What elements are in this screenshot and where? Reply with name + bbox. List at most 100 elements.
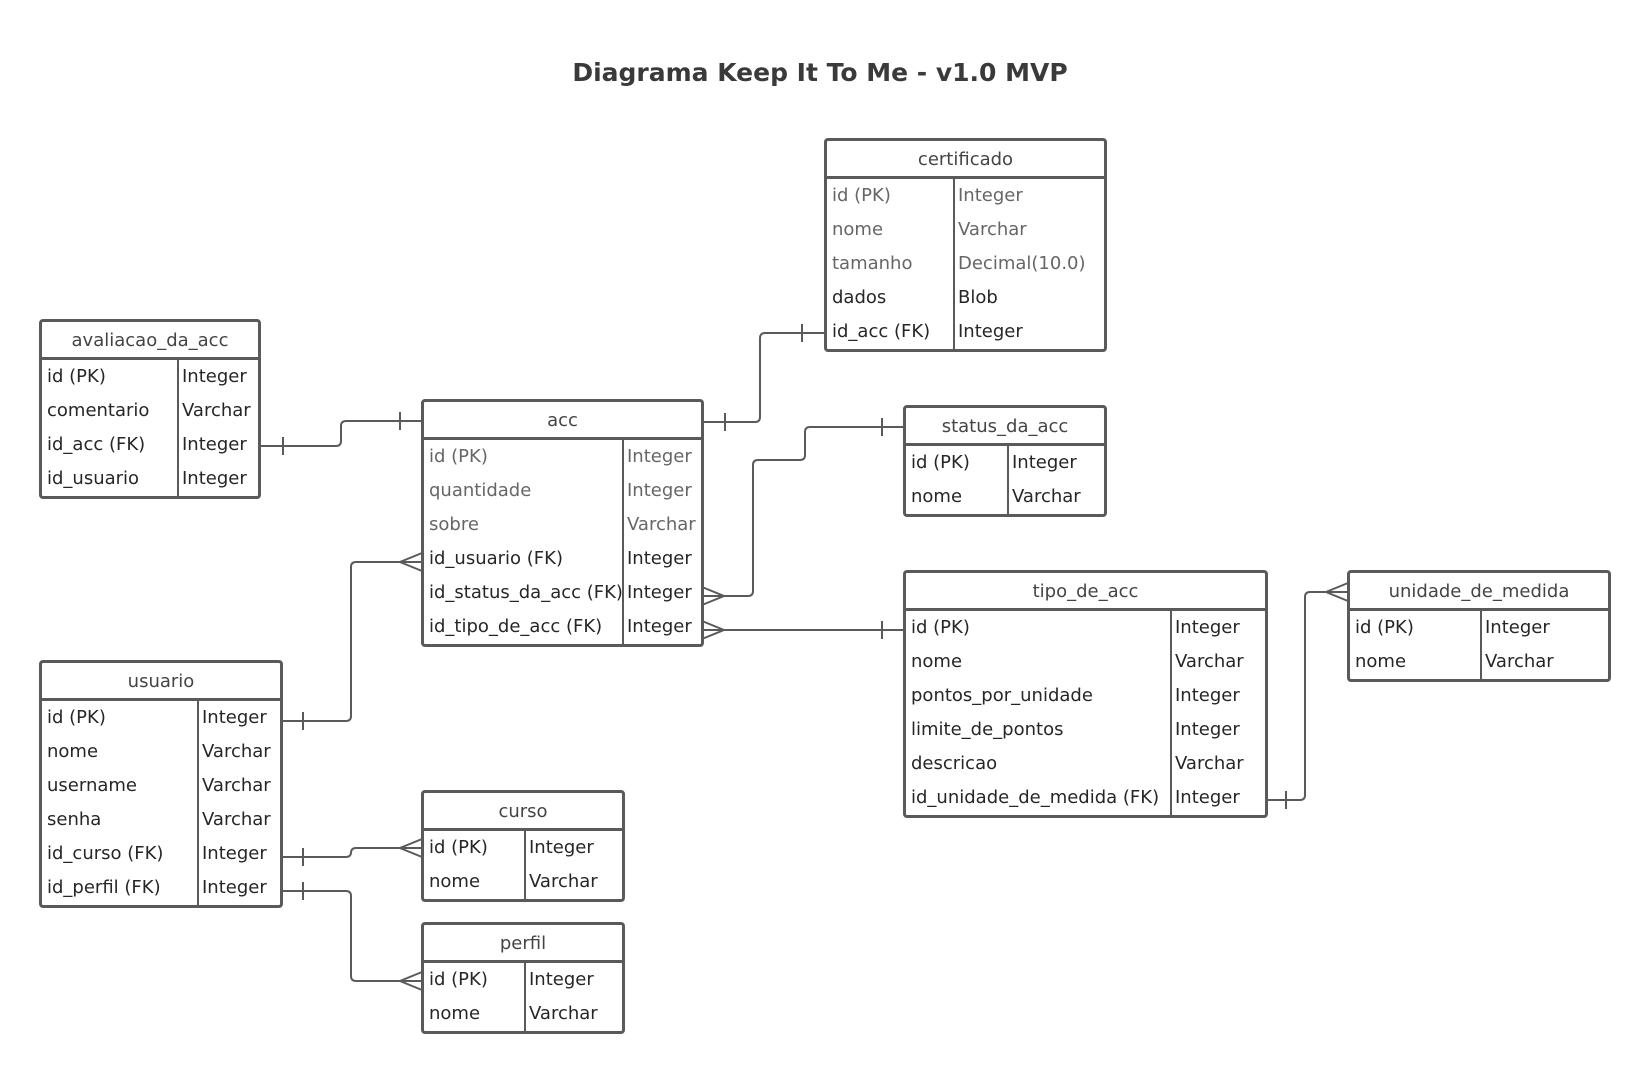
entity-name: unidade_de_medida	[1350, 573, 1608, 611]
table-row: id_unidade_de_medida (FK)Integer	[906, 781, 1265, 815]
entity-name: usuario	[42, 663, 280, 701]
field-name: id_perfil (FK)	[47, 877, 161, 898]
entity-name: tipo_de_acc	[906, 573, 1265, 611]
table-row: id (PK) Integer	[906, 446, 1104, 480]
field-type: Integer	[1175, 719, 1240, 740]
edge-usuario-curso	[281, 838, 423, 866]
edge-usuario-perfil	[281, 882, 423, 991]
entity-name: curso	[424, 793, 622, 831]
field-type: Integer	[958, 321, 1023, 342]
field-name: id_usuario	[47, 468, 140, 489]
entity-name: perfil	[424, 925, 622, 963]
table-row: id_perfil (FK) Integer	[42, 871, 280, 905]
edge-acc-status	[701, 418, 904, 606]
column-divider	[197, 701, 199, 905]
field-name: nome	[429, 1003, 481, 1024]
field-name: dados	[832, 287, 887, 308]
field-type: Varchar	[202, 741, 271, 762]
field-type: Integer	[627, 446, 692, 467]
column-divider	[524, 831, 526, 899]
field-name: nome	[47, 741, 99, 762]
field-type: Varchar	[1175, 651, 1244, 672]
table-row: id_tipo_de_acc (FK)Integer	[424, 610, 701, 644]
edge-usuario-acc	[281, 552, 423, 730]
field-type: Integer	[1485, 617, 1550, 638]
field-name: id_usuario (FK)	[429, 548, 563, 569]
field-type: Integer	[202, 877, 267, 898]
table-row: id (PK)Integer	[827, 179, 1104, 213]
column-divider	[524, 963, 526, 1031]
field-name: id (PK)	[429, 446, 488, 467]
table-row: id (PK)Integer	[906, 611, 1265, 645]
field-type: Integer	[627, 548, 692, 569]
field-type: Integer	[202, 843, 267, 864]
field-name: id (PK)	[47, 366, 106, 387]
field-type: Varchar	[1175, 753, 1244, 774]
field-type: Varchar	[627, 514, 696, 535]
field-name: limite_de_pontos	[911, 719, 1064, 740]
field-name: id_status_da_acc (FK)	[429, 582, 623, 603]
field-name: username	[47, 775, 137, 796]
field-type: Varchar	[1012, 486, 1081, 507]
field-name: id (PK)	[429, 969, 488, 990]
field-type: Varchar	[1485, 651, 1554, 672]
field-type: Varchar	[182, 400, 251, 421]
entity-perfil[interactable]: perfil id (PK) Integer nome Varchar	[421, 922, 625, 1034]
diagram-title: Diagrama Keep It To Me - v1.0 MVP	[572, 58, 1068, 87]
table-row: id_usuario (FK) Integer	[424, 542, 701, 576]
column-divider	[622, 440, 624, 644]
table-row: id (PK)Integer	[42, 701, 280, 735]
field-type: Integer	[958, 185, 1023, 206]
field-type: Integer	[182, 366, 247, 387]
field-name: id (PK)	[911, 617, 970, 638]
entity-name: acc	[424, 402, 701, 440]
entity-name: status_da_acc	[906, 408, 1104, 446]
field-name: nome	[911, 651, 963, 672]
edge-tipo-unidade	[1266, 582, 1349, 809]
field-type: Integer	[529, 837, 594, 858]
field-type: Integer	[529, 969, 594, 990]
column-divider	[177, 360, 179, 496]
field-name: id (PK)	[911, 452, 970, 473]
field-type: Varchar	[202, 809, 271, 830]
field-type: Integer	[1012, 452, 1077, 473]
column-divider	[1170, 611, 1172, 815]
field-type: Integer	[627, 616, 692, 637]
entity-name: avaliacao_da_acc	[42, 322, 258, 360]
column-divider	[1480, 611, 1482, 679]
field-type: Decimal(10.0)	[958, 253, 1086, 274]
field-type: Integer	[182, 434, 247, 455]
field-type: Integer	[1175, 685, 1240, 706]
table-row: id (PK) Integer	[424, 831, 622, 865]
field-name: id (PK)	[429, 837, 488, 858]
edge-acc-tipo	[701, 620, 904, 640]
field-name: nome	[832, 219, 884, 240]
column-divider	[953, 179, 955, 349]
field-type: Varchar	[529, 1003, 598, 1024]
table-row: id_status_da_acc (FK)Integer	[424, 576, 701, 610]
table-row: id (PK) Integer	[424, 440, 701, 474]
field-name: id (PK)	[1355, 617, 1414, 638]
field-name: id_curso (FK)	[47, 843, 164, 864]
field-type: Varchar	[529, 871, 598, 892]
